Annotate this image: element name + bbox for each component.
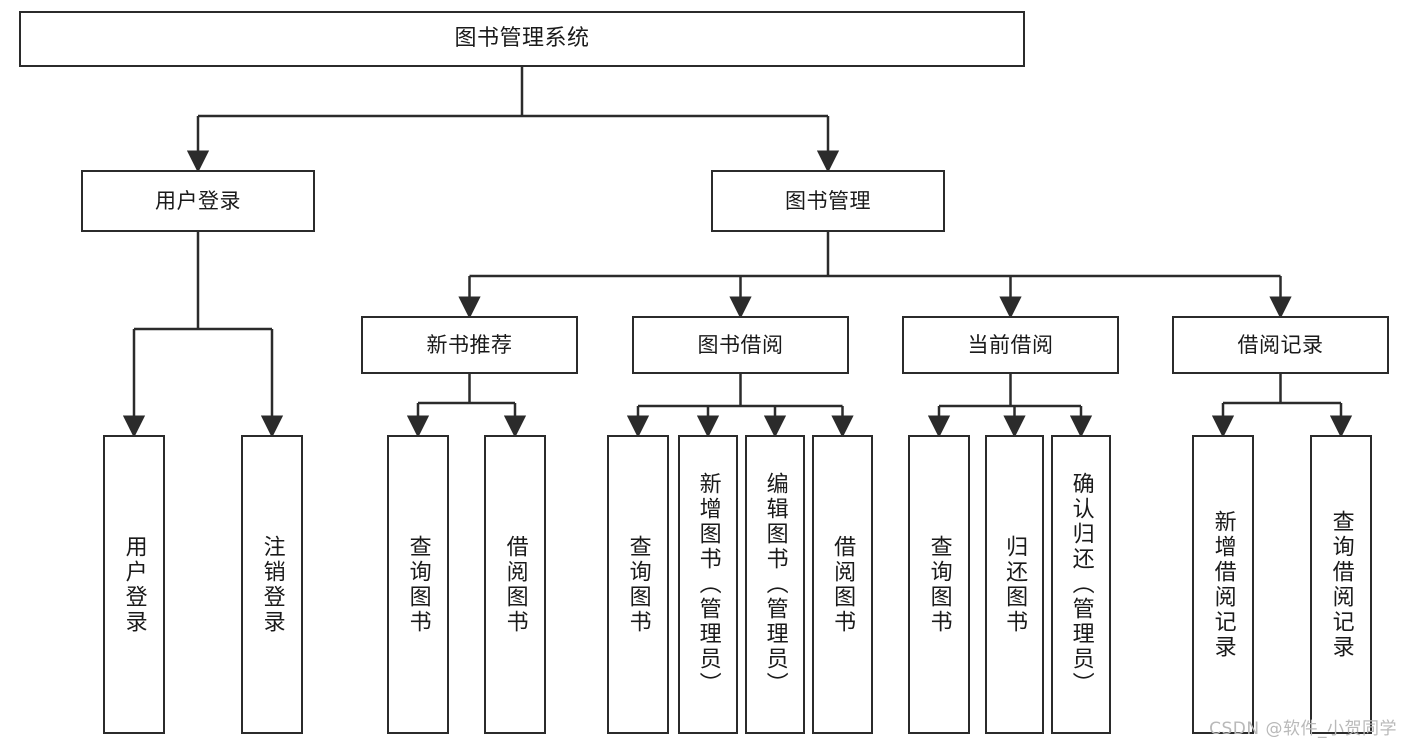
node-book-management-label: 图书管理 <box>785 188 871 213</box>
leaf-borrow-book-label: 借阅图书 <box>830 534 856 635</box>
leaf-new-borrow-book[interactable]: 借阅图书 <box>484 435 546 734</box>
node-new-book-recommend[interactable]: 新书推荐 <box>361 316 578 374</box>
leaf-query-borrow-record[interactable]: 查询借阅记录 <box>1310 435 1372 734</box>
leaf-confirm-return-admin[interactable]: 确认归还（管理员） <box>1051 435 1111 734</box>
leaf-edit-book-admin[interactable]: 编辑图书（管理员） <box>745 435 805 734</box>
node-borrow-record-label: 借阅记录 <box>1237 332 1324 357</box>
leaf-query-borrow-record-label: 查询借阅记录 <box>1328 509 1354 660</box>
leaf-borrow-query-book-label: 查询图书 <box>625 534 651 635</box>
leaf-add-borrow-record[interactable]: 新增借阅记录 <box>1192 435 1254 734</box>
leaf-user-logout[interactable]: 注销登录 <box>241 435 303 734</box>
leaf-return-book-label: 归还图书 <box>1002 534 1028 635</box>
node-user-login[interactable]: 用户登录 <box>81 170 315 232</box>
leaf-return-book[interactable]: 归还图书 <box>985 435 1044 734</box>
leaf-add-book-admin[interactable]: 新增图书（管理员） <box>678 435 738 734</box>
node-current-borrow-label: 当前借阅 <box>967 332 1054 357</box>
leaf-user-login-label: 用户登录 <box>121 534 147 635</box>
leaf-edit-book-admin-label: 编辑图书（管理员） <box>762 472 788 697</box>
leaf-current-query-book-label: 查询图书 <box>926 534 952 635</box>
node-borrow-record[interactable]: 借阅记录 <box>1172 316 1389 374</box>
leaf-new-query-book-label: 查询图书 <box>405 534 431 635</box>
node-root[interactable]: 图书管理系统 <box>19 11 1025 67</box>
node-book-borrow-label: 图书借阅 <box>697 332 784 357</box>
leaf-add-book-admin-label: 新增图书（管理员） <box>695 472 721 697</box>
node-book-borrow[interactable]: 图书借阅 <box>632 316 849 374</box>
leaf-current-query-book[interactable]: 查询图书 <box>908 435 970 734</box>
node-current-borrow[interactable]: 当前借阅 <box>902 316 1119 374</box>
node-book-management[interactable]: 图书管理 <box>711 170 945 232</box>
leaf-confirm-return-admin-label: 确认归还（管理员） <box>1068 472 1094 697</box>
leaf-user-logout-label: 注销登录 <box>259 534 285 635</box>
leaf-borrow-book[interactable]: 借阅图书 <box>812 435 873 734</box>
leaf-user-login[interactable]: 用户登录 <box>103 435 165 734</box>
leaf-new-query-book[interactable]: 查询图书 <box>387 435 449 734</box>
node-user-login-label: 用户登录 <box>155 188 241 213</box>
leaf-new-borrow-book-label: 借阅图书 <box>502 534 528 635</box>
leaf-borrow-query-book[interactable]: 查询图书 <box>607 435 669 734</box>
leaf-add-borrow-record-label: 新增借阅记录 <box>1210 509 1236 660</box>
node-new-book-recommend-label: 新书推荐 <box>426 332 513 357</box>
csdn-watermark: CSDN @软件_小贺同学 <box>1209 719 1397 739</box>
node-root-label: 图书管理系统 <box>454 26 590 52</box>
